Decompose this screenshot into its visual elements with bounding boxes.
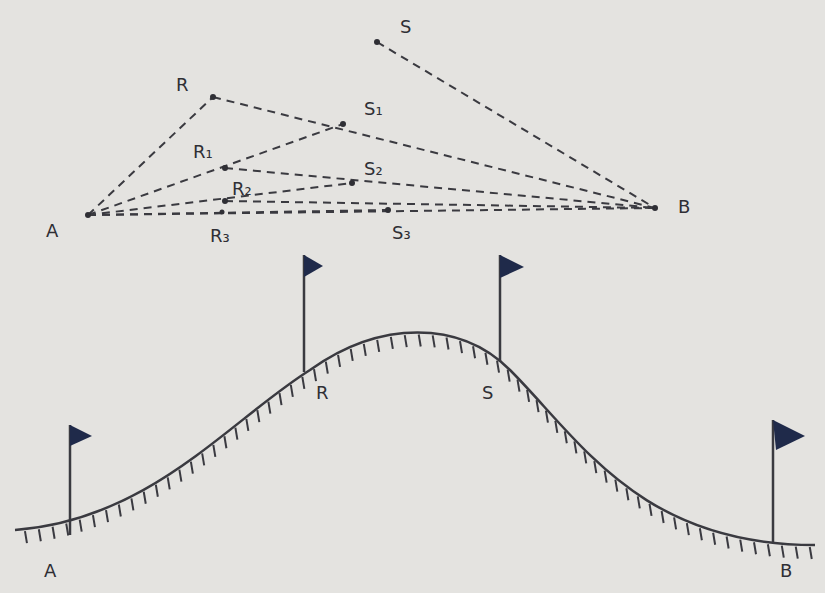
- point-label: S₂: [364, 160, 383, 178]
- point-label: S₃: [392, 224, 411, 242]
- hill-hachures: [25, 335, 812, 559]
- ranging-rods: [70, 255, 773, 542]
- point-label: B: [678, 198, 690, 216]
- point-label: R₃: [210, 227, 230, 245]
- point-label: S₁: [364, 100, 383, 118]
- ranging-lines: [88, 42, 655, 215]
- point-label: A: [46, 222, 58, 240]
- flags: [70, 255, 805, 450]
- station-label: A: [44, 562, 56, 580]
- point-label: R₁: [193, 143, 213, 161]
- station-label: S: [482, 384, 493, 402]
- point-label: R: [176, 76, 189, 94]
- hill-profile: [15, 333, 815, 546]
- station-label: B: [780, 562, 792, 580]
- point-label: S: [400, 18, 411, 36]
- station-points: [85, 39, 658, 218]
- point-label: R₂: [232, 180, 252, 198]
- station-label: R: [316, 384, 329, 402]
